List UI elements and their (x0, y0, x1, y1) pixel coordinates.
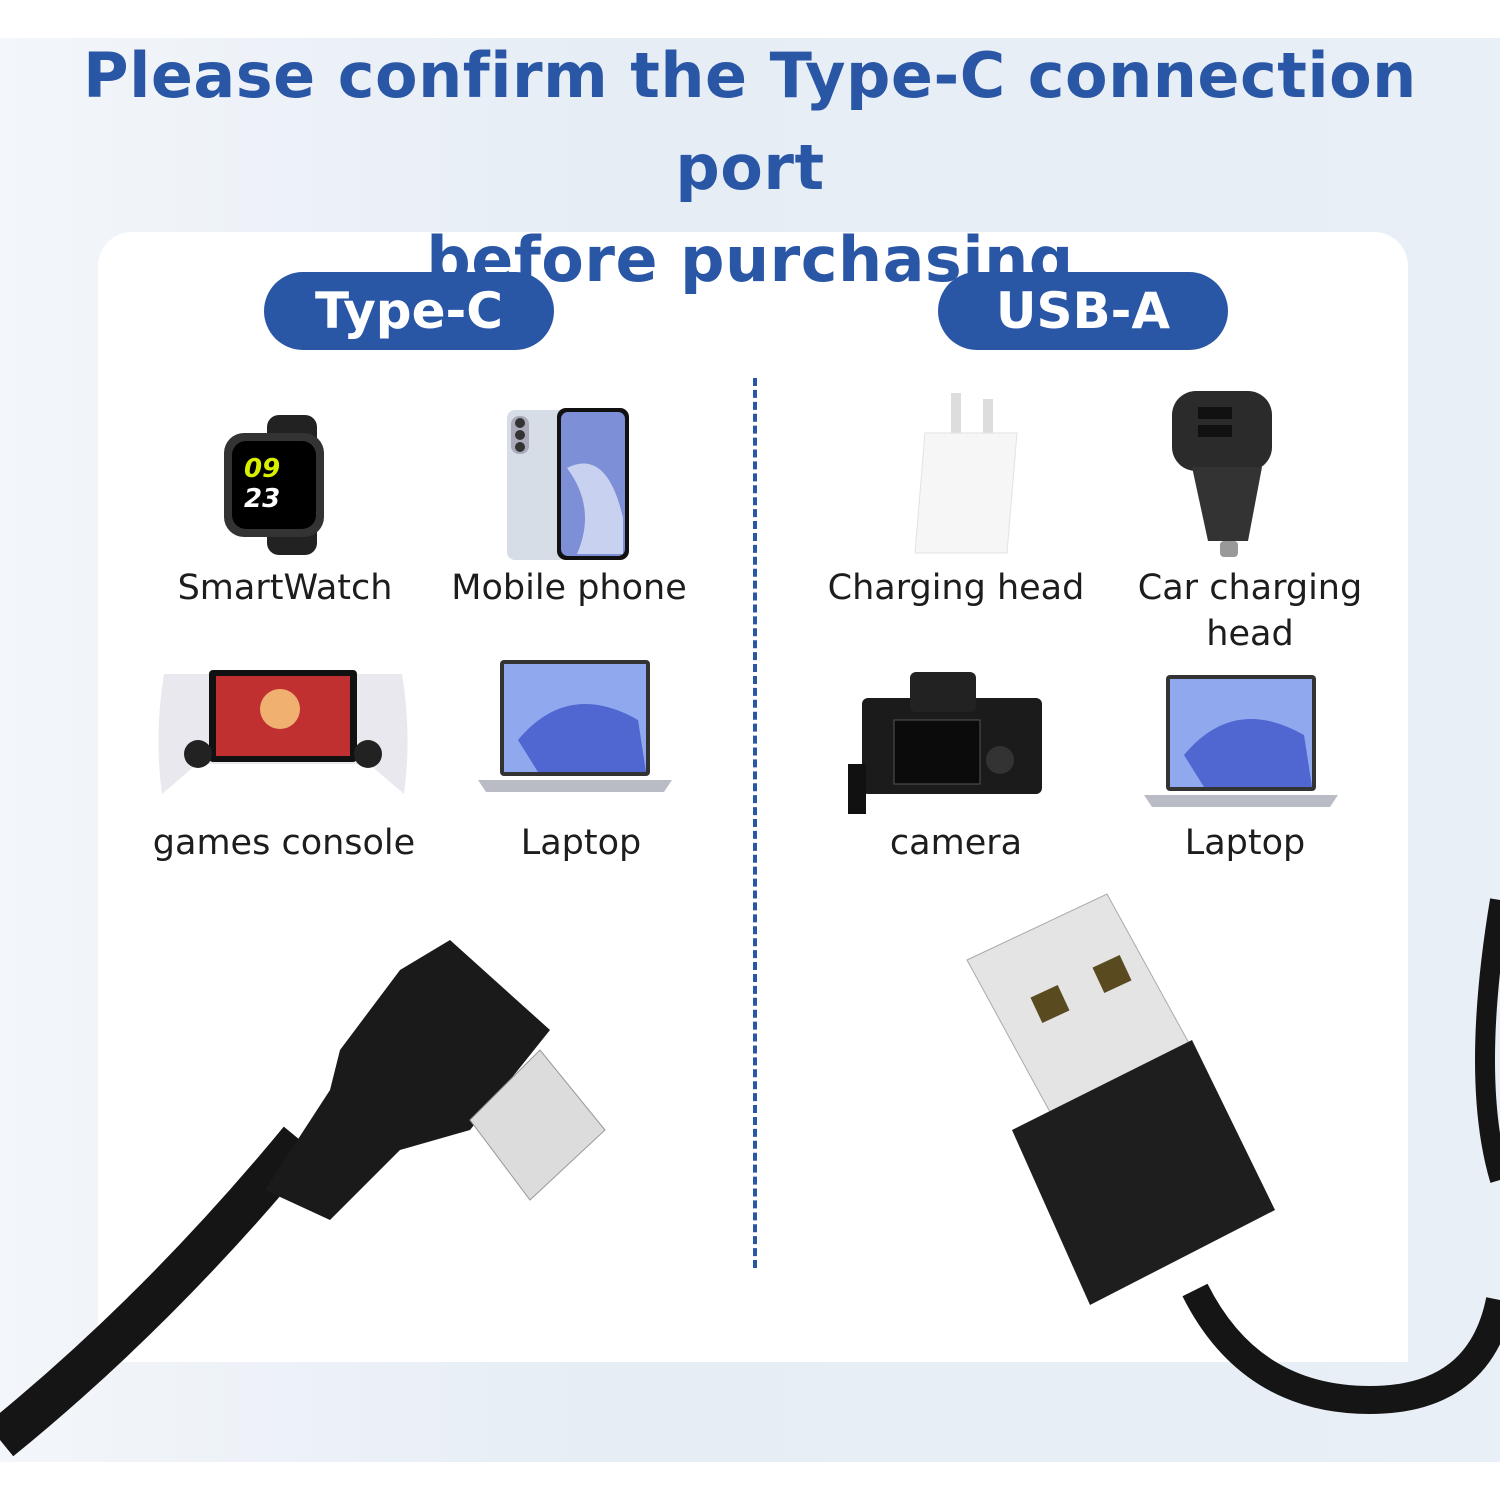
watch-hour: 09 (244, 454, 280, 484)
device-label: Charging head (827, 568, 1085, 608)
type-c-connector (469, 1049, 606, 1201)
games-console-image (154, 664, 412, 798)
title-line-1: Please confirm the Type-C connection por… (83, 39, 1417, 204)
type-c-plug-body (265, 940, 550, 1220)
type-c-badge: Type-C (264, 272, 554, 350)
usb-a-contact (1092, 954, 1132, 994)
device-label: Laptop (520, 823, 642, 863)
device-label: SmartWatch (177, 568, 393, 608)
device-label: Car charging head (1137, 568, 1363, 654)
smartwatch-image: 09 23 (222, 415, 352, 555)
charging-head-image (895, 393, 1021, 555)
mobile-phone-image (507, 408, 631, 562)
device-label: games console (152, 823, 416, 863)
device-label: camera (889, 823, 1023, 863)
cable-illustration (0, 893, 1500, 1457)
watch-minute: 23 (244, 484, 280, 514)
usb-a-cable-end (1475, 898, 1500, 1183)
type-c-cable (0, 1126, 317, 1457)
device-label: Laptop (1184, 823, 1306, 863)
page-title: Please confirm the Type-C connection por… (0, 30, 1500, 306)
laptop-image (478, 660, 672, 794)
car-charger-image (1172, 391, 1284, 559)
usb-a-contact (1030, 984, 1070, 1024)
usb-a-cable (1182, 1283, 1500, 1415)
device-label: Mobile phone (451, 568, 687, 608)
laptop-image (1144, 675, 1338, 809)
title-line-2: before purchasing (426, 223, 1074, 296)
usb-a-plug-body (1012, 1040, 1275, 1305)
usb-a-badge: USB-A (938, 272, 1228, 350)
dashed-divider (753, 378, 757, 1268)
camera-image (848, 668, 1044, 816)
